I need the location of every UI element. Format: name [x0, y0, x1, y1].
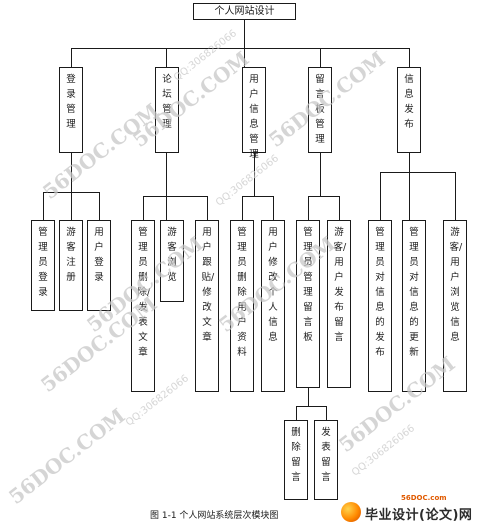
leaf-label: 管理员对信息的更新 [409, 227, 419, 358]
module-label: 信息发布 [404, 74, 414, 130]
leaf-label: 管理员管理留言板 [303, 227, 313, 343]
connector [71, 48, 409, 49]
module-message-board-management: 留言板管理 [308, 67, 332, 153]
leaf-admin-manage-message-board: 管理员管理留言板 [296, 220, 320, 388]
leaf-label: 用户跟贴/修改文章 [201, 227, 215, 343]
connector [308, 196, 339, 197]
logo-emblem-icon [341, 502, 361, 522]
connector [409, 48, 410, 67]
leaf-user-edit-personal-info: 用户修改个人信息 [261, 220, 285, 392]
connector [242, 196, 273, 197]
connector [296, 406, 297, 420]
module-info-publish: 信息发布 [397, 67, 421, 153]
watermark-qq: QQ:306826066 [214, 152, 281, 209]
connector [455, 172, 456, 220]
leaf-label: 管理员登录 [38, 227, 48, 298]
connector [43, 192, 99, 193]
connector [166, 48, 167, 67]
leaf-label: 游客/用户发布留言 [333, 227, 347, 343]
leaf-label: 管理员对信息的发布 [375, 227, 385, 358]
connector [71, 48, 72, 67]
watermark-site: 56DOC.COM [4, 403, 130, 509]
leaf-delete-message: 删除留言 [284, 420, 308, 500]
connector [242, 196, 243, 220]
leaf-admin-update-info: 管理员对信息的更新 [402, 220, 426, 392]
connector [409, 152, 410, 220]
connector [143, 196, 207, 197]
leaf-admin-delete-post-article: 管理员删除/发表文章 [131, 220, 155, 392]
connector [320, 48, 321, 67]
module-label: 论坛管理 [162, 74, 172, 130]
site-logo: 56DOC.com 毕业设计(论文)网 [341, 494, 489, 527]
leaf-guest-user-post-message: 游客/用户发布留言 [327, 220, 351, 388]
watermark-site: 56DOC.COM [38, 98, 164, 204]
leaf-post-message: 发表留言 [314, 420, 338, 500]
connector [339, 196, 340, 220]
connector [380, 172, 455, 173]
leaf-label: 管理员删除/发表文章 [137, 227, 151, 358]
connector [99, 192, 100, 220]
leaf-label: 用户修改个人信息 [268, 227, 278, 343]
leaf-admin-delete-user-data: 管理员删除用户资料 [230, 220, 254, 392]
module-label: 用户信息管理 [249, 74, 259, 160]
module-login-management: 登录管理 [59, 67, 83, 153]
connector [308, 388, 309, 406]
leaf-label: 游客浏览 [167, 227, 177, 283]
figure-caption: 图 1-1 个人网站系统层次模块图 [150, 511, 279, 521]
connector [244, 19, 245, 67]
connector [166, 152, 167, 220]
logo-site: 56DOC.com [401, 494, 447, 502]
module-user-info-management: 用户信息管理 [242, 67, 266, 160]
module-forum-management: 论坛管理 [155, 67, 179, 153]
connector [43, 192, 44, 220]
leaf-user-reply-edit-article: 用户跟贴/修改文章 [195, 220, 219, 392]
leaf-label: 游客/用户浏览信息 [449, 227, 463, 343]
module-label: 登录管理 [66, 74, 76, 130]
connector [326, 406, 327, 420]
connector [380, 172, 381, 220]
leaf-guest-register: 游客注册 [59, 220, 83, 311]
leaf-label: 发表留言 [321, 427, 331, 483]
leaf-label: 游客注册 [66, 227, 76, 283]
leaf-guest-browse: 游客浏览 [160, 220, 184, 302]
connector [296, 406, 326, 407]
leaf-label: 用户登录 [94, 227, 104, 283]
leaf-guest-user-browse-info: 游客/用户浏览信息 [443, 220, 467, 392]
connector [143, 196, 144, 220]
leaf-label: 删除留言 [291, 427, 301, 483]
connector [254, 152, 255, 196]
root-node: 个人网站设计 [193, 3, 296, 20]
connector [308, 196, 309, 220]
module-label: 留言板管理 [315, 74, 325, 145]
connector [207, 196, 208, 220]
leaf-admin-login: 管理员登录 [31, 220, 55, 311]
leaf-admin-publish-info: 管理员对信息的发布 [368, 220, 392, 392]
connector [320, 152, 321, 196]
connector [71, 152, 72, 220]
leaf-user-login: 用户登录 [87, 220, 111, 311]
leaf-label: 管理员删除用户资料 [237, 227, 247, 358]
logo-text: 毕业设计(论文)网 [365, 508, 473, 523]
connector [273, 196, 274, 220]
